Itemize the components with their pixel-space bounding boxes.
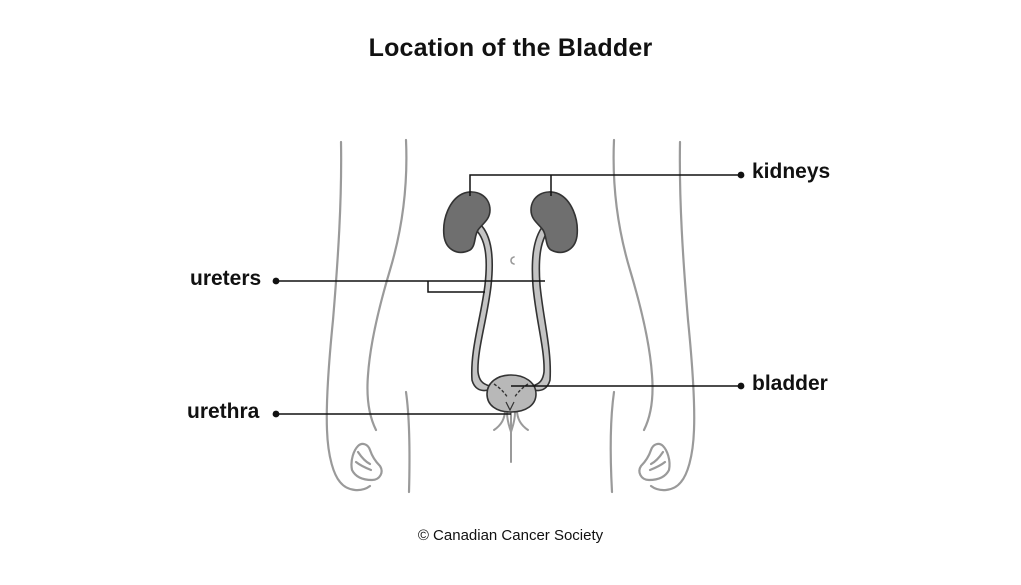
right-kidney bbox=[530, 191, 579, 254]
kidneys-leader bbox=[469, 174, 741, 196]
left-ureter bbox=[470, 223, 494, 392]
diagram-title: Location of the Bladder bbox=[368, 34, 653, 62]
body-outline bbox=[325, 138, 696, 494]
leader-lines bbox=[276, 174, 741, 415]
ureters bbox=[470, 221, 553, 392]
leader-dots bbox=[272, 171, 745, 418]
label-bladder: bladder bbox=[752, 372, 828, 395]
label-urethra: urethra bbox=[187, 400, 260, 423]
ureters-leader bbox=[276, 280, 545, 293]
kidneys bbox=[442, 191, 579, 254]
bladder bbox=[486, 374, 537, 413]
label-ureters: ureters bbox=[190, 267, 262, 290]
copyright-credit: © Canadian Cancer Society bbox=[417, 527, 604, 544]
label-kidneys: kidneys bbox=[752, 160, 831, 183]
left-kidney bbox=[442, 191, 491, 254]
urethra bbox=[493, 407, 529, 463]
